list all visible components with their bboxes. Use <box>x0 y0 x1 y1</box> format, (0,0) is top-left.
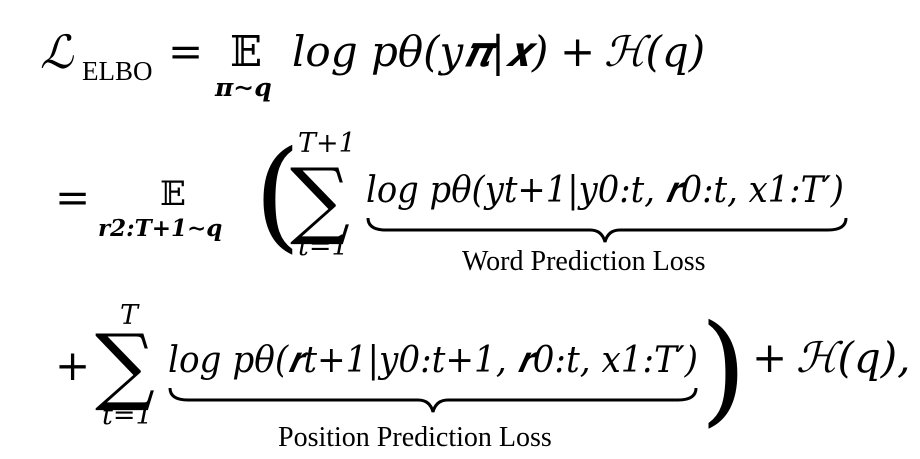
row3-plus: + <box>55 341 90 390</box>
row3-sum-upper: T <box>120 300 140 331</box>
row2-brace-label: Word Prediction Loss <box>462 246 706 277</box>
row3-brace-label: Position Prediction Loss <box>278 422 552 453</box>
row3-sum-lower: t=1 <box>102 400 153 431</box>
open-paren: ( <box>254 126 301 265</box>
row2-sum-lower: t=1 <box>298 231 349 262</box>
row2-expectation: 𝔼 <box>160 174 186 214</box>
row2-term: log pθ(yt+1|y0:t, 𝒓0:t, x1:T′) <box>366 170 844 211</box>
row3-underbrace <box>168 387 698 413</box>
row1-entropy: ℋ(q) <box>604 27 705 76</box>
row1-expectation: 𝔼 <box>230 27 262 76</box>
row2-equals: = <box>55 173 90 222</box>
row2-sum-upper: T+1 <box>298 128 356 159</box>
row3-term: log pθ(𝒓t+1|y0:t+1, 𝒓0:t, x1:T′) <box>168 340 698 381</box>
row2-sum-symbol: ∑ <box>290 150 350 248</box>
row3-entropy: ℋ(q), <box>796 333 911 382</box>
row3-sum-symbol: ∑ <box>95 316 155 414</box>
row2-expectation-subscript: 𝒓2:T+1∼q <box>98 215 222 242</box>
row1-log-term: log pθ(y𝝅|𝒙) <box>292 27 548 76</box>
row1-expectation-subscript: 𝝅∼q <box>214 73 272 102</box>
close-paren: ) <box>700 300 747 439</box>
lhs-symbol: ℒ <box>40 25 74 79</box>
row2-underbrace <box>366 217 848 243</box>
row1-plus: + <box>560 27 595 76</box>
row3-plus2: + <box>752 333 787 382</box>
row1-equals: = <box>168 27 203 76</box>
lhs-subscript: ELBO <box>82 56 153 86</box>
